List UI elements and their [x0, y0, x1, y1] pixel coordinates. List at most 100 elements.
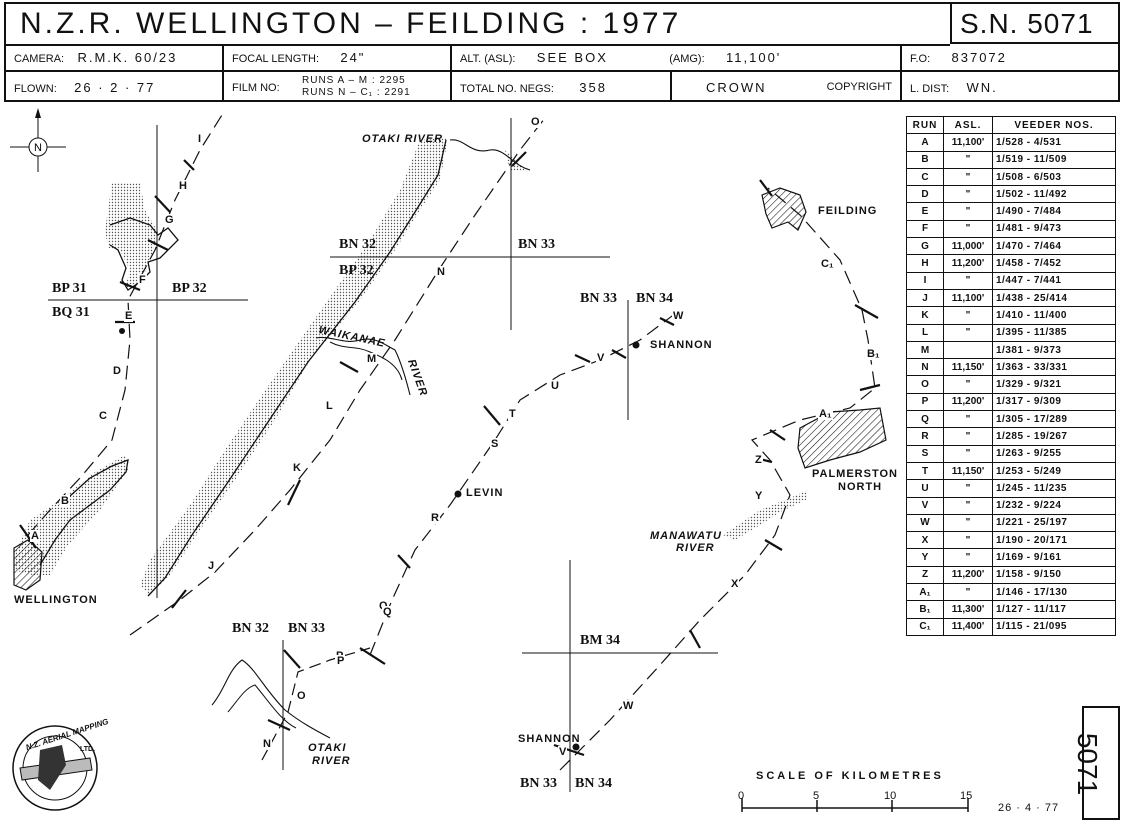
inset-shannon-dot [572, 743, 580, 751]
grid-bp32-b: BP 32 [339, 263, 374, 278]
run-boundary-ticks [19, 151, 881, 757]
map-date: 26 · 4 · 77 [998, 802, 1060, 814]
levin-dot [454, 490, 462, 498]
grid-bp32: BP 32 [172, 281, 207, 296]
grid-bn32: BN 32 [339, 237, 376, 252]
flown-cell: FLOWN: 26 · 2 · 77 [6, 72, 224, 102]
label-inset-otaki: OTAKI [308, 742, 347, 754]
table-row: B"1/519 - 11/509 [906, 150, 1116, 169]
table-row: Y"1/169 - 9/161 [906, 548, 1116, 567]
veeder-cell: 1/115 - 21/095 [992, 617, 1116, 636]
run-letter-j: J [207, 560, 216, 572]
film-cell: FILM NO: RUNS A – M : 2295 RUNS N – C₁ :… [224, 72, 452, 102]
run-letter-y: Y [754, 490, 764, 502]
focal-label: FOCAL LENGTH: [232, 53, 319, 65]
scale-label: SCALE OF KILOMETRES [756, 770, 944, 782]
ldist-cell: L. DIST: WN. [902, 72, 1118, 102]
label-otaki-river: OTAKI RIVER [362, 133, 444, 145]
run-letter-iw: W [622, 700, 635, 712]
negs-cell: TOTAL NO. NEGS: 358 [452, 72, 672, 102]
sortie-number: S.N. 5071 [950, 4, 1120, 44]
grid-bn33-inset: BN 33 [288, 621, 325, 636]
copyright-text: COPYRIGHT [826, 81, 892, 93]
label-inset-otaki-river: RIVER [312, 755, 351, 767]
fo-label: F.O: [910, 53, 931, 65]
flight-line-runs-q-w [369, 309, 681, 656]
table-row: V"1/232 - 9/224 [906, 496, 1116, 515]
scale-tick-15: 15 [960, 790, 973, 802]
grid-bp31: BP 31 [52, 281, 87, 296]
run-letter-h: H [178, 180, 188, 192]
title-block: N.Z.R. WELLINGTON – FEILDING : 1977 S.N.… [4, 2, 1120, 102]
run-letter-in: N [262, 738, 272, 750]
run-letter-v: V [596, 352, 606, 364]
run-letter-o: O [530, 116, 541, 128]
run-letter-a1: A₁ [818, 408, 833, 420]
inset-otaki-river-bank [227, 684, 297, 729]
focal-cell: FOCAL LENGTH: 24" [224, 44, 452, 72]
flown-value: 26 · 2 · 77 [74, 80, 156, 95]
flight-line-runs-w-c1 [559, 187, 876, 771]
fo-value: 837072 [951, 50, 1007, 65]
run-table-header: RUN ASL. VEEDER NOS. [906, 115, 1116, 135]
run-letter-x: X [730, 578, 740, 590]
side-sortie-box: 5071 [1072, 706, 1120, 820]
run-letter-i: I [197, 133, 203, 145]
grid-bm34: BM 34 [580, 633, 621, 648]
flight-line-runs-j-o [129, 117, 546, 636]
side-sortie-number: 5071 [1072, 732, 1104, 796]
coastline-wellington [39, 458, 129, 566]
copyright-cell: CROWN COPYRIGHT [672, 72, 902, 102]
kapiti-coast-stipple [140, 138, 448, 596]
kapiti-coastline [147, 139, 447, 597]
table-row: K"1/410 - 11/400 [906, 306, 1116, 325]
run-letter-u: U [550, 380, 560, 392]
run-letter-n: N [436, 266, 446, 278]
table-row: O"1/329 - 9/321 [906, 375, 1116, 394]
title-row: N.Z.R. WELLINGTON – FEILDING : 1977 [6, 4, 950, 46]
map-grid-lines [48, 118, 718, 792]
run-letter-t: T [508, 408, 517, 420]
label-wellington: WELLINGTON [14, 594, 98, 606]
altitude-cell: ALT. (ASL): SEE BOX (AMG): 11,100' [452, 44, 902, 72]
manawatu-stipple [723, 490, 808, 540]
label-shannon: SHANNON [650, 339, 713, 351]
run-letter-io: O [296, 690, 307, 702]
run-letter-g: G [164, 214, 175, 226]
otaki-river-line [449, 139, 531, 171]
run-letter-iq: Q [382, 606, 393, 618]
crown-text: CROWN [706, 80, 767, 95]
feilding-town-icon [761, 187, 807, 231]
run-letter-iv: V [558, 746, 568, 758]
run-letter-f: F [138, 274, 147, 286]
grid-bn33: BN 33 [518, 237, 555, 252]
label-palmerston: PALMERSTON [812, 468, 898, 480]
amg-value: 11,100' [726, 50, 782, 65]
scale-tick-10: 10 [884, 790, 897, 802]
table-row: X"1/190 - 20/171 [906, 531, 1116, 550]
table-row: R"1/285 - 19/267 [906, 427, 1116, 446]
grid-bn34-bottom: BN 34 [575, 776, 612, 791]
label-feilding: FEILDING [818, 205, 878, 217]
run-letter-ip: P [336, 655, 346, 667]
camera-label: CAMERA: [14, 53, 65, 65]
label-palmerston-north: NORTH [838, 481, 883, 493]
town-dot-upper-hutt [119, 328, 125, 334]
alt-value: SEE BOX [536, 50, 608, 65]
amg-label: (AMG): [669, 53, 705, 65]
run-letter-b1: B₁ [866, 348, 881, 360]
flight-line-inset [261, 647, 371, 761]
film-value-1: RUNS A – M : 2295 [302, 75, 406, 86]
waikanae-river-bank [329, 341, 403, 381]
fo-cell: F.O: 837072 [902, 44, 1118, 72]
run-letter-k: K [292, 462, 302, 474]
run-letter-b: B [60, 495, 70, 507]
coastal-stipple-north [105, 183, 158, 288]
table-row: S"1/263 - 9/255 [906, 444, 1116, 463]
